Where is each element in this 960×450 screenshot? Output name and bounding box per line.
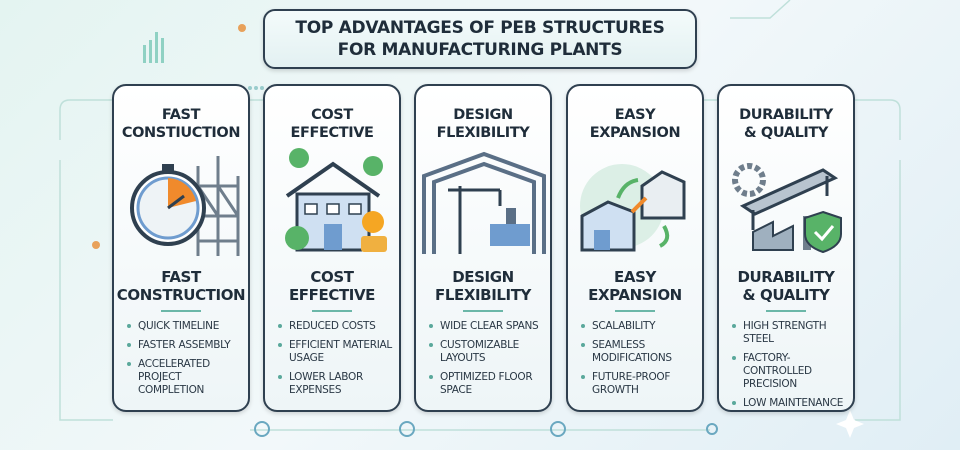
- subheading-line: FLEXIBILITY: [434, 286, 532, 304]
- heading-line: & QUALITY: [744, 125, 828, 141]
- heading-line: EXPANSION: [589, 125, 681, 141]
- divider: [766, 310, 806, 312]
- divider: [463, 310, 503, 312]
- bullet-list: WIDE CLEAR SPANS CUSTOMIZABLE LAYOUTS OP…: [428, 320, 546, 403]
- bullet-item: FACTORY-CONTROLLED PRECISION: [731, 352, 849, 391]
- stopwatch-scaffold-icon: [130, 156, 240, 256]
- divider: [161, 310, 201, 312]
- house-coins-icon: [285, 148, 387, 252]
- steel-frame-crane-icon: [422, 151, 546, 254]
- card-subheading: DURABILITY& QUALITY: [719, 268, 853, 304]
- bullet-item: CUSTOMIZABLE LAYOUTS: [428, 339, 546, 365]
- divider: [312, 310, 352, 312]
- expanding-buildings-icon: [580, 164, 686, 252]
- bullet-list: REDUCED COSTS EFFICIENT MATERIAL USAGE L…: [277, 320, 395, 403]
- bullet-list: SCALABILITY SEAMLESS MODIFICATIONS FUTUR…: [580, 320, 698, 403]
- steel-beam-shield-icon: [732, 163, 842, 254]
- subheading-line: DESIGN: [452, 268, 514, 286]
- subheading-line: CONSTRUCTION: [116, 286, 246, 304]
- bullet-item: OPTIMIZED FLOOR SPACE: [428, 371, 546, 397]
- heading-line: COST: [311, 107, 353, 123]
- bullet-item: WIDE CLEAR SPANS: [428, 320, 546, 333]
- subheading-line: EFFECTIVE: [288, 286, 376, 304]
- divider: [615, 310, 655, 312]
- bullet-item: SEAMLESS MODIFICATIONS: [580, 339, 698, 365]
- bullet-list: QUICK TIMELINE FASTER ASSEMBLY ACCELERAT…: [126, 320, 244, 403]
- subheading-line: EASY: [614, 268, 656, 286]
- subheading-line: COST: [310, 268, 354, 286]
- card-heading: COST EFFECTIVE: [265, 106, 399, 142]
- bullet-item: HIGH STRENGTH STEEL: [731, 320, 849, 346]
- bullet-item: EFFICIENT MATERIAL USAGE: [277, 339, 395, 365]
- title-line-1: TOP ADVANTAGES OF PEB STRUCTURES: [295, 18, 665, 38]
- heading-line: DURABILITY: [739, 107, 833, 123]
- bullet-item: FUTURE-PROOF GROWTH: [580, 371, 698, 397]
- bullet-item: LOW MAINTENANCE: [731, 397, 849, 410]
- bullet-item: QUICK TIMELINE: [126, 320, 244, 333]
- bullet-item: LOWER LABOR EXPENSES: [277, 371, 395, 397]
- subheading-line: EXPANSION: [588, 286, 682, 304]
- bullet-item: SCALABILITY: [580, 320, 698, 333]
- card-heading: DESIGN FLEXIBILITY: [416, 106, 550, 142]
- card-heading: DURABILITY & QUALITY: [719, 106, 853, 142]
- heading-line: EASY: [614, 107, 656, 123]
- heading-line: FAST: [161, 107, 201, 123]
- heading-line: EFFECTIVE: [290, 125, 374, 141]
- bullet-item: ACCELERATED PROJECT COMPLETION: [126, 358, 244, 397]
- bullet-item: FASTER ASSEMBLY: [126, 339, 244, 352]
- card-heading: FAST CONSTIUCTION: [114, 106, 248, 142]
- bullet-item: REDUCED COSTS: [277, 320, 395, 333]
- page-title: TOP ADVANTAGES OF PEB STRUCTURES FOR MAN…: [263, 9, 697, 69]
- card-heading: EASY EXPANSION: [568, 106, 702, 142]
- heading-line: FLEXIBILITY: [436, 125, 530, 141]
- subheading-line: FAST: [161, 268, 201, 286]
- title-line-2: FOR MANUFACTURING PLANTS: [337, 40, 623, 60]
- heading-line: DESIGN: [453, 107, 513, 123]
- card-durability-quality: DURABILITY& QUALITY DURABILITY& QUALITY …: [717, 84, 855, 412]
- bullet-list: HIGH STRENGTH STEEL FACTORY-CONTROLLED P…: [731, 320, 849, 416]
- heading-line: CONSTIUCTION: [121, 125, 241, 141]
- subheading-line: DURABILITY: [737, 268, 835, 286]
- subheading-line: & QUALITY: [742, 286, 830, 304]
